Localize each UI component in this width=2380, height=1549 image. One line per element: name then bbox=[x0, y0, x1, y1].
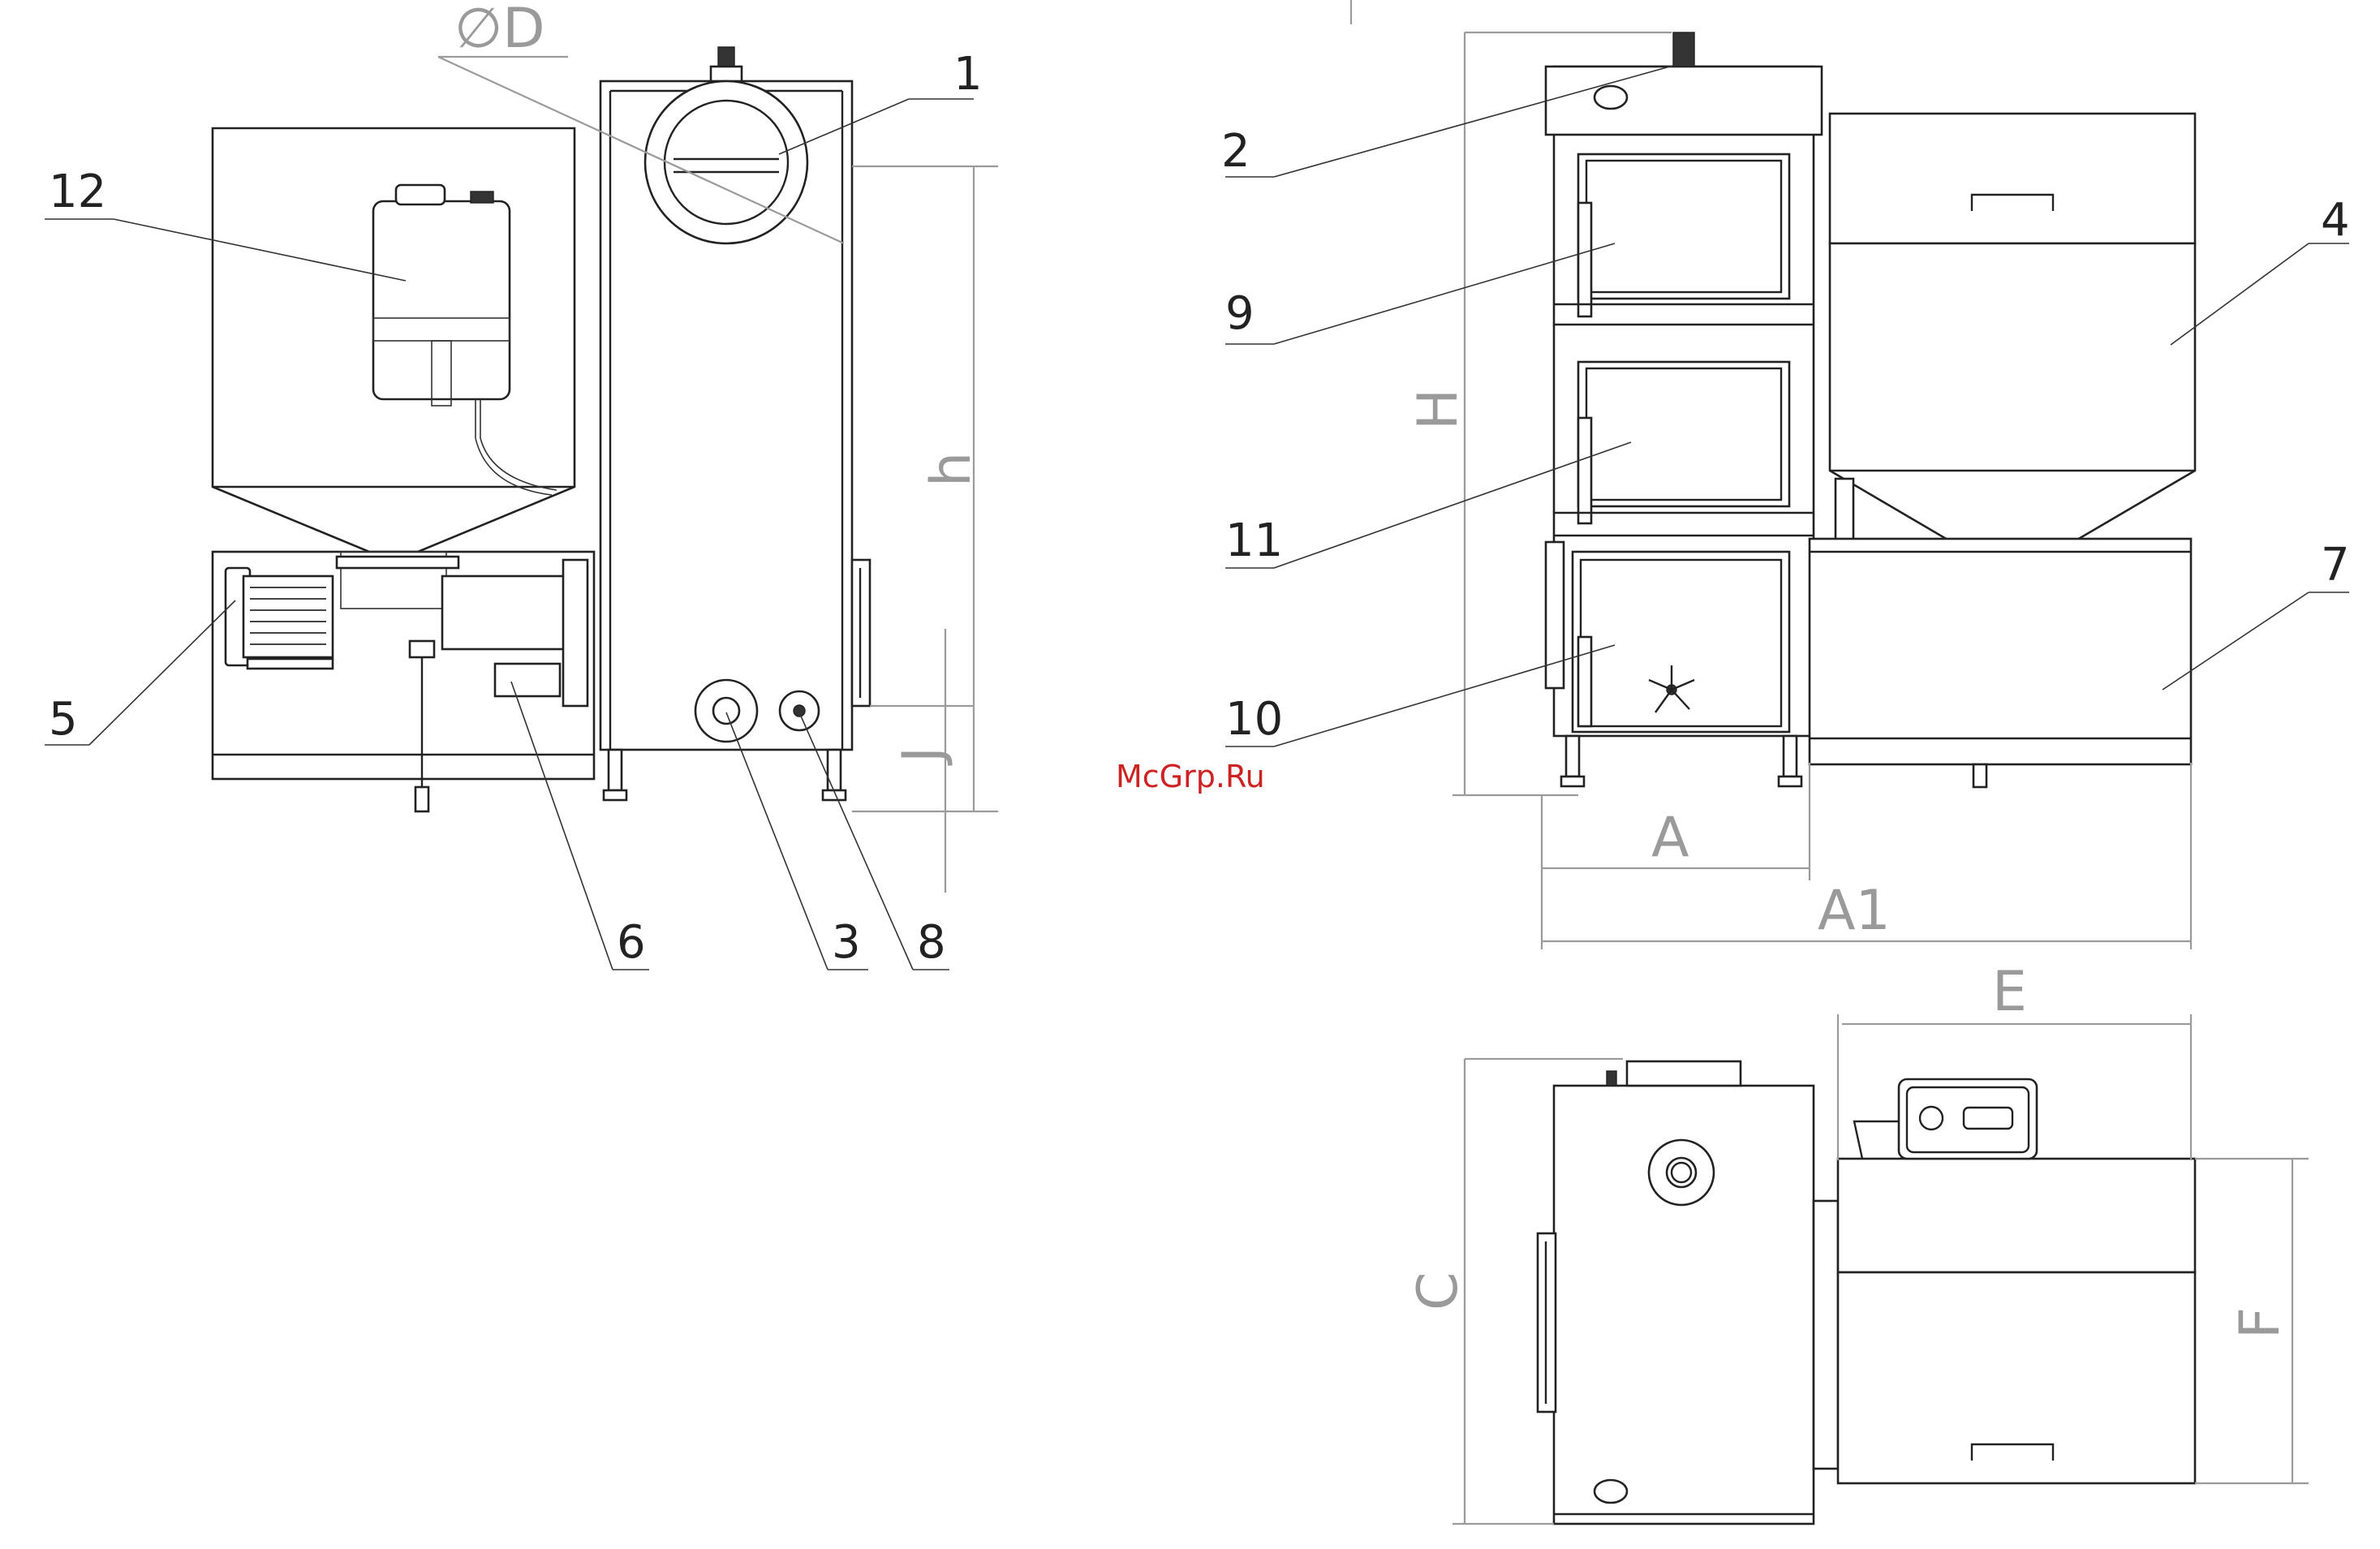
h-label: h bbox=[919, 452, 983, 487]
E-label: E bbox=[1992, 960, 2027, 1024]
callout-6: 6 bbox=[617, 916, 646, 969]
callout-4: 4 bbox=[2321, 194, 2350, 247]
callout-10: 10 bbox=[1225, 693, 1283, 746]
callout-3: 3 bbox=[832, 916, 861, 969]
watermark: McGrp.Ru bbox=[1116, 759, 1265, 794]
front-view bbox=[1225, 0, 2349, 949]
top-view bbox=[1453, 1014, 2309, 1524]
auger-box-front bbox=[1810, 539, 2191, 787]
motor bbox=[226, 568, 333, 669]
callout-2: 2 bbox=[1221, 125, 1250, 178]
callout-12: 12 bbox=[49, 166, 106, 218]
H-label: H bbox=[1406, 389, 1470, 430]
A-label: A bbox=[1651, 806, 1689, 870]
F-label: F bbox=[2228, 1307, 2292, 1339]
boiler-body bbox=[600, 47, 870, 800]
boiler-front bbox=[1546, 32, 1822, 786]
callout-5: 5 bbox=[49, 693, 78, 746]
callout-1: 1 bbox=[953, 48, 983, 101]
j-label: J bbox=[891, 747, 955, 766]
callout-7: 7 bbox=[2321, 539, 2350, 592]
callout-9: 9 bbox=[1225, 287, 1255, 340]
diameter-label: ∅D bbox=[454, 0, 545, 61]
hopper-front bbox=[1830, 114, 2195, 540]
side-view bbox=[45, 47, 998, 970]
callout-8: 8 bbox=[917, 916, 946, 969]
callout-11: 11 bbox=[1225, 514, 1283, 567]
C-label: C bbox=[1406, 1272, 1470, 1310]
A1-label: A1 bbox=[1818, 879, 1891, 943]
